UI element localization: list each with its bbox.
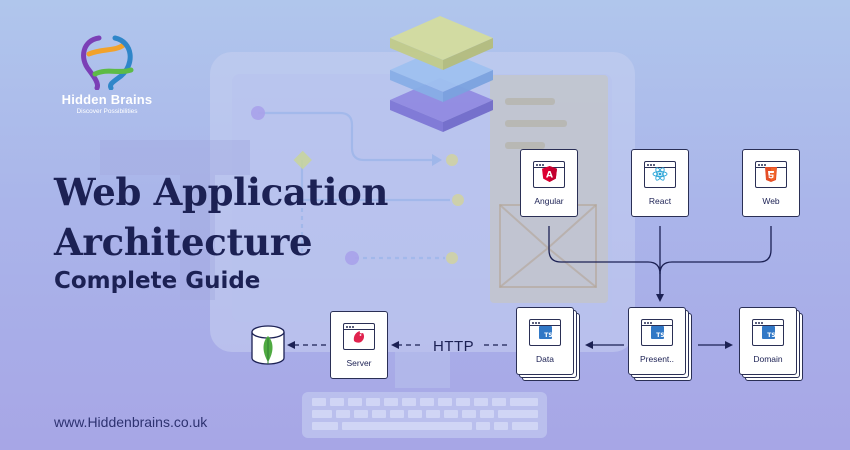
brand-tagline: Discover Possibilities — [76, 108, 138, 115]
typescript-icon: TS — [649, 324, 665, 340]
arrow-to-database — [287, 341, 295, 349]
nestjs-icon — [351, 328, 367, 344]
window-icon — [644, 161, 676, 188]
brand-logo[interactable]: Hidden Brains Discover Possibilities — [52, 34, 162, 115]
ruler-shape — [100, 140, 250, 300]
window-icon: TS — [752, 319, 784, 346]
brand-name: Hidden Brains — [61, 92, 153, 107]
faded-flowchart — [258, 111, 450, 260]
headline-line-2: Architecture — [54, 220, 313, 264]
svg-text:TS: TS — [767, 332, 775, 339]
window-icon: TS — [529, 319, 561, 346]
layer-card-presentation: TS Present.. — [628, 307, 692, 381]
window-icon: A — [533, 161, 565, 188]
arrow-to-data — [585, 341, 593, 349]
angular-icon: A — [541, 166, 557, 182]
angular-glyph: A — [546, 171, 553, 181]
client-card-react: React — [631, 149, 689, 217]
window-icon: TS — [641, 319, 673, 346]
layer-label: Data — [536, 354, 554, 364]
arrow-to-server — [391, 341, 399, 349]
arrow-to-domain — [725, 341, 733, 349]
headline-line-1: Web Application — [54, 170, 389, 214]
typescript-icon: TS — [537, 324, 553, 340]
typescript-icon: TS — [760, 324, 776, 340]
client-label: React — [648, 196, 672, 206]
connector-web — [659, 226, 772, 275]
layer-label: Present.. — [639, 354, 675, 364]
server-card: Server — [330, 311, 388, 379]
window-icon — [343, 323, 375, 350]
client-card-angular: A Angular — [520, 149, 578, 217]
react-icon — [652, 166, 668, 182]
html5-icon — [763, 166, 779, 182]
stacked-layers-graphic — [390, 16, 493, 132]
database-cylinder — [251, 325, 285, 365]
keyboard-keys — [312, 398, 538, 430]
server-label: Server — [346, 358, 372, 368]
arrow-to-presentation — [656, 294, 664, 302]
hidden-brains-logo-icon — [81, 35, 134, 90]
website-link[interactable]: www.Hiddenbrains.co.uk — [54, 414, 208, 430]
layer-label: Domain — [753, 354, 783, 364]
headline-subtitle: Complete Guide — [54, 268, 261, 294]
layer-card-domain: TS Domain — [739, 307, 803, 381]
window-icon — [755, 161, 787, 188]
client-label: Web — [762, 196, 780, 206]
connector-angular — [548, 226, 661, 296]
client-label: Angular — [534, 196, 564, 206]
http-protocol-label: HTTP — [433, 338, 475, 355]
client-card-web: Web — [742, 149, 800, 217]
monitor-stand — [395, 352, 450, 388]
layer-card-data: TS Data — [516, 307, 580, 381]
svg-text:TS: TS — [656, 332, 664, 339]
svg-text:TS: TS — [544, 332, 552, 339]
